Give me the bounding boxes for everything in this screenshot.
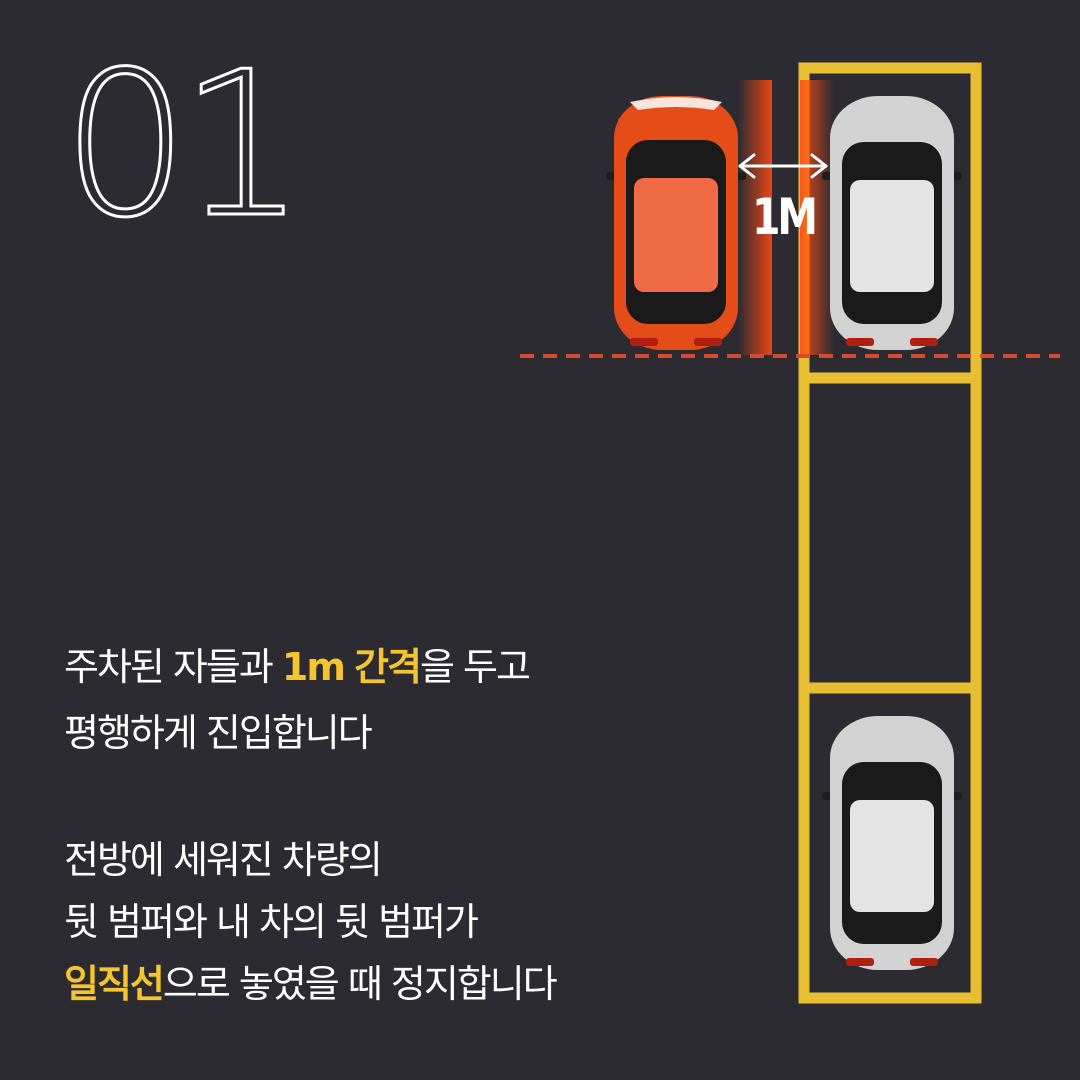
my-car-icon — [606, 96, 746, 350]
gap-arrow-icon — [738, 153, 828, 179]
gap-distance-label: 1M — [752, 188, 818, 246]
instruction-line: 뒷 범퍼와 내 차의 뒷 범퍼가 — [64, 900, 479, 944]
parked-car-bottom-icon — [822, 716, 962, 970]
highlight-distance: 1m — [281, 645, 346, 689]
parking-spaces — [798, 62, 982, 1004]
parked-car-top-icon — [822, 96, 962, 350]
gap-glow — [738, 80, 834, 355]
instruction-line: 일직선으로 놓였을 때 정지합니다 — [64, 962, 558, 1006]
highlight-gap: 간격 — [354, 645, 422, 689]
parking-space-bottom — [798, 682, 982, 1004]
glow-right-icon — [800, 80, 834, 355]
instruction-line: 전방에 세워진 차량의 — [64, 838, 383, 882]
instruction-line: 평행하게 진입합니다 — [64, 711, 373, 755]
parking-space-middle — [798, 372, 982, 694]
highlight-straight-line: 일직선 — [64, 962, 165, 1006]
instruction-line: 주차된 자들과 1m 간격을 두고 — [64, 645, 531, 689]
step-number: 01 — [61, 29, 308, 262]
glow-left-icon — [738, 80, 772, 355]
